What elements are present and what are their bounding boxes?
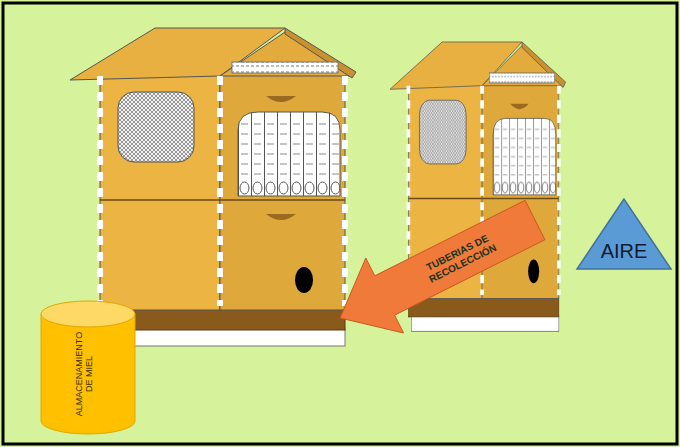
air-triangle: AIRE: [576, 198, 672, 270]
cylinder-body: [41, 314, 135, 434]
node-label: ALMACENAMIENTO DE MIEL: [74, 332, 95, 416]
node-label: AIRE: [601, 240, 648, 263]
honey-storage-cylinder: ALMACENAMIENTO DE MIEL: [40, 300, 136, 435]
frame: [3, 3, 677, 444]
beehive: [70, 28, 356, 346]
collection-pipe-arrow: TUBERIAS DE RECOLECCIÓN: [335, 200, 549, 336]
arrow-shape: [340, 200, 545, 333]
cylinder-top: [41, 301, 135, 327]
triangle-shape: [577, 199, 671, 269]
